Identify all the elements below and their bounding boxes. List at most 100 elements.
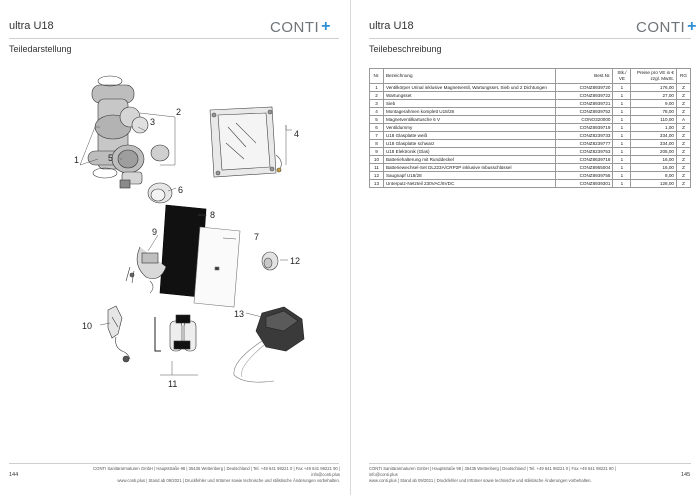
callout-10: 10 (82, 321, 92, 331)
left-section-title: Teiledarstellung (9, 44, 72, 54)
left-header-title: ultra U18 (9, 20, 54, 32)
cell-rg: Z (675, 99, 692, 108)
cell-desc: U18 Elektronik (Glas) (382, 147, 556, 156)
cell-best: CONO320000 (554, 115, 614, 124)
footer-line-1: CONTI Sanitärarmaturen GmbH | Hauptstraß… (369, 466, 616, 477)
cell-stk: 1 (612, 131, 632, 140)
cell-best: CONZ8239733 (554, 131, 614, 140)
cell-price: 8,00 (630, 171, 677, 180)
cell-best: CONZ8939755 (554, 171, 614, 180)
cell-desc: Montagerahmen komplett U18/28 (382, 107, 556, 116)
conti-logo: CONTI + (636, 18, 697, 36)
battery-set-drawing (154, 314, 197, 352)
cell-price: 334,00 (630, 131, 677, 140)
right-section-title: Teilebeschreibung (369, 44, 442, 54)
cell-nr: 8 (369, 139, 384, 148)
header-divider (369, 38, 691, 39)
cell-price: 16,00 (630, 163, 677, 172)
cell-stk: 1 (612, 115, 632, 124)
cell-best: CONZ8939720 (554, 83, 614, 92)
cell-price: 1,00 (630, 123, 677, 132)
cell-stk: 1 (612, 147, 632, 156)
right-page: ultra U18 CONTI + Teilebeschreibung Nr. … (350, 0, 700, 495)
cell-stk: 1 (612, 123, 632, 132)
callout-9: 9 (152, 227, 157, 237)
col-best: Best.Nr. (554, 68, 614, 84)
cell-price: 128,00 (630, 179, 677, 188)
callout-12: 12 (290, 256, 300, 266)
cell-desc: Batteriehalterung mit Runddeckel (382, 155, 556, 164)
cell-rg: Z (675, 83, 692, 92)
callout-5: 5 (108, 153, 113, 163)
cell-desc: U18 Glasplatte weiß (382, 131, 556, 140)
col-rg: RG (675, 68, 692, 84)
footer-line-2: www.conti.plus | Stand ab 09/2021 | Druc… (117, 478, 340, 483)
cell-best: CONZ8939722 (554, 91, 614, 100)
battery-holder-drawing (107, 305, 131, 363)
valve-body-drawing (87, 75, 170, 189)
cell-desc: Saugnapf U18/28 (382, 171, 556, 180)
conti-logo: CONTI + (270, 18, 331, 36)
cell-desc: Batteriewechsel-Set DL223A/CRP2P inklusi… (382, 163, 556, 172)
cell-desc: Magnetventilkartusche 6 V (382, 115, 556, 124)
cell-nr: 13 (369, 179, 384, 188)
logo-text: CONTI (636, 18, 686, 36)
cell-nr: 9 (369, 147, 384, 156)
cell-stk: 1 (612, 171, 632, 180)
cell-price: 9,00 (630, 99, 677, 108)
table-header-row: Nr. Bezeichnung Best.Nr. Stk./ VE Preise… (369, 68, 692, 84)
footer-divider (369, 463, 691, 464)
footer-line-2: www.conti.plus | Stand ab 09/2021 | Druc… (369, 478, 592, 483)
cell-price: 16,00 (630, 155, 677, 164)
callout-leaders (79, 112, 292, 376)
callout-4: 4 (294, 129, 299, 139)
cell-rg: Z (675, 155, 692, 164)
cell-stk: 1 (612, 163, 632, 172)
left-footer-text: CONTI Sanitärarmaturen GmbH | Hauptstraß… (70, 466, 340, 484)
cell-rg: Z (675, 171, 692, 180)
right-page-number: 145 (681, 472, 691, 478)
logo-plus-icon: + (321, 18, 332, 35)
right-header-title: ultra U18 (369, 20, 414, 32)
cell-stk: 1 (612, 139, 632, 148)
cell-stk: 1 (612, 83, 632, 92)
cell-best: CONZ8939721 (554, 99, 614, 108)
callout-8: 8 (210, 210, 215, 220)
header-divider (9, 38, 339, 39)
cell-best: CONZ8239753 (554, 147, 614, 156)
cell-rg: Z (675, 131, 692, 140)
cell-nr: 11 (369, 163, 384, 172)
cell-best: CONZ8639718 (554, 155, 614, 164)
col-stk: Stk./ VE (612, 68, 632, 84)
logo-text: CONTI (270, 18, 320, 36)
cell-best: CONZ8939752 (554, 107, 614, 116)
callout-6: 6 (178, 185, 183, 195)
cell-nr: 12 (369, 171, 384, 180)
callout-3: 3 (150, 117, 155, 127)
mounting-frame-drawing (209, 106, 282, 178)
cell-nr: 3 (369, 99, 384, 108)
cell-rg: Z (675, 91, 692, 100)
cell-rg: Z (675, 123, 692, 132)
cell-nr: 5 (369, 115, 384, 124)
cell-price: 334,00 (630, 139, 677, 148)
cell-stk: 1 (612, 107, 632, 116)
power-supply-drawing (233, 306, 305, 383)
callout-2: 2 (176, 107, 181, 117)
col-price: Preise pro VE in € zzgl. MwSt. (630, 68, 677, 84)
cell-price: 78,00 (630, 107, 677, 116)
suction-cup-drawing (261, 251, 279, 271)
col-nr: Nr. (369, 68, 384, 84)
left-page: ultra U18 CONTI + Teiledarstellung (9, 18, 340, 484)
